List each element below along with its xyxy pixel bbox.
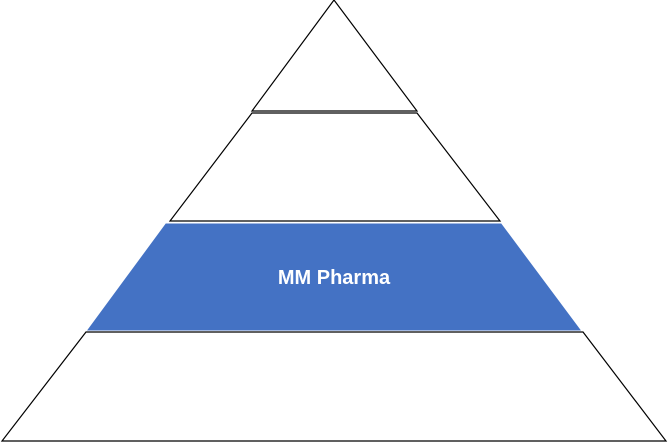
pyramid-tier-1 [250,0,419,112]
pyramid-tier-2 [168,112,502,222]
tier-label-3: MM Pharma [278,267,391,289]
pyramid-tier-4 [0,331,668,442]
pyramid-tier-3 [87,223,581,331]
